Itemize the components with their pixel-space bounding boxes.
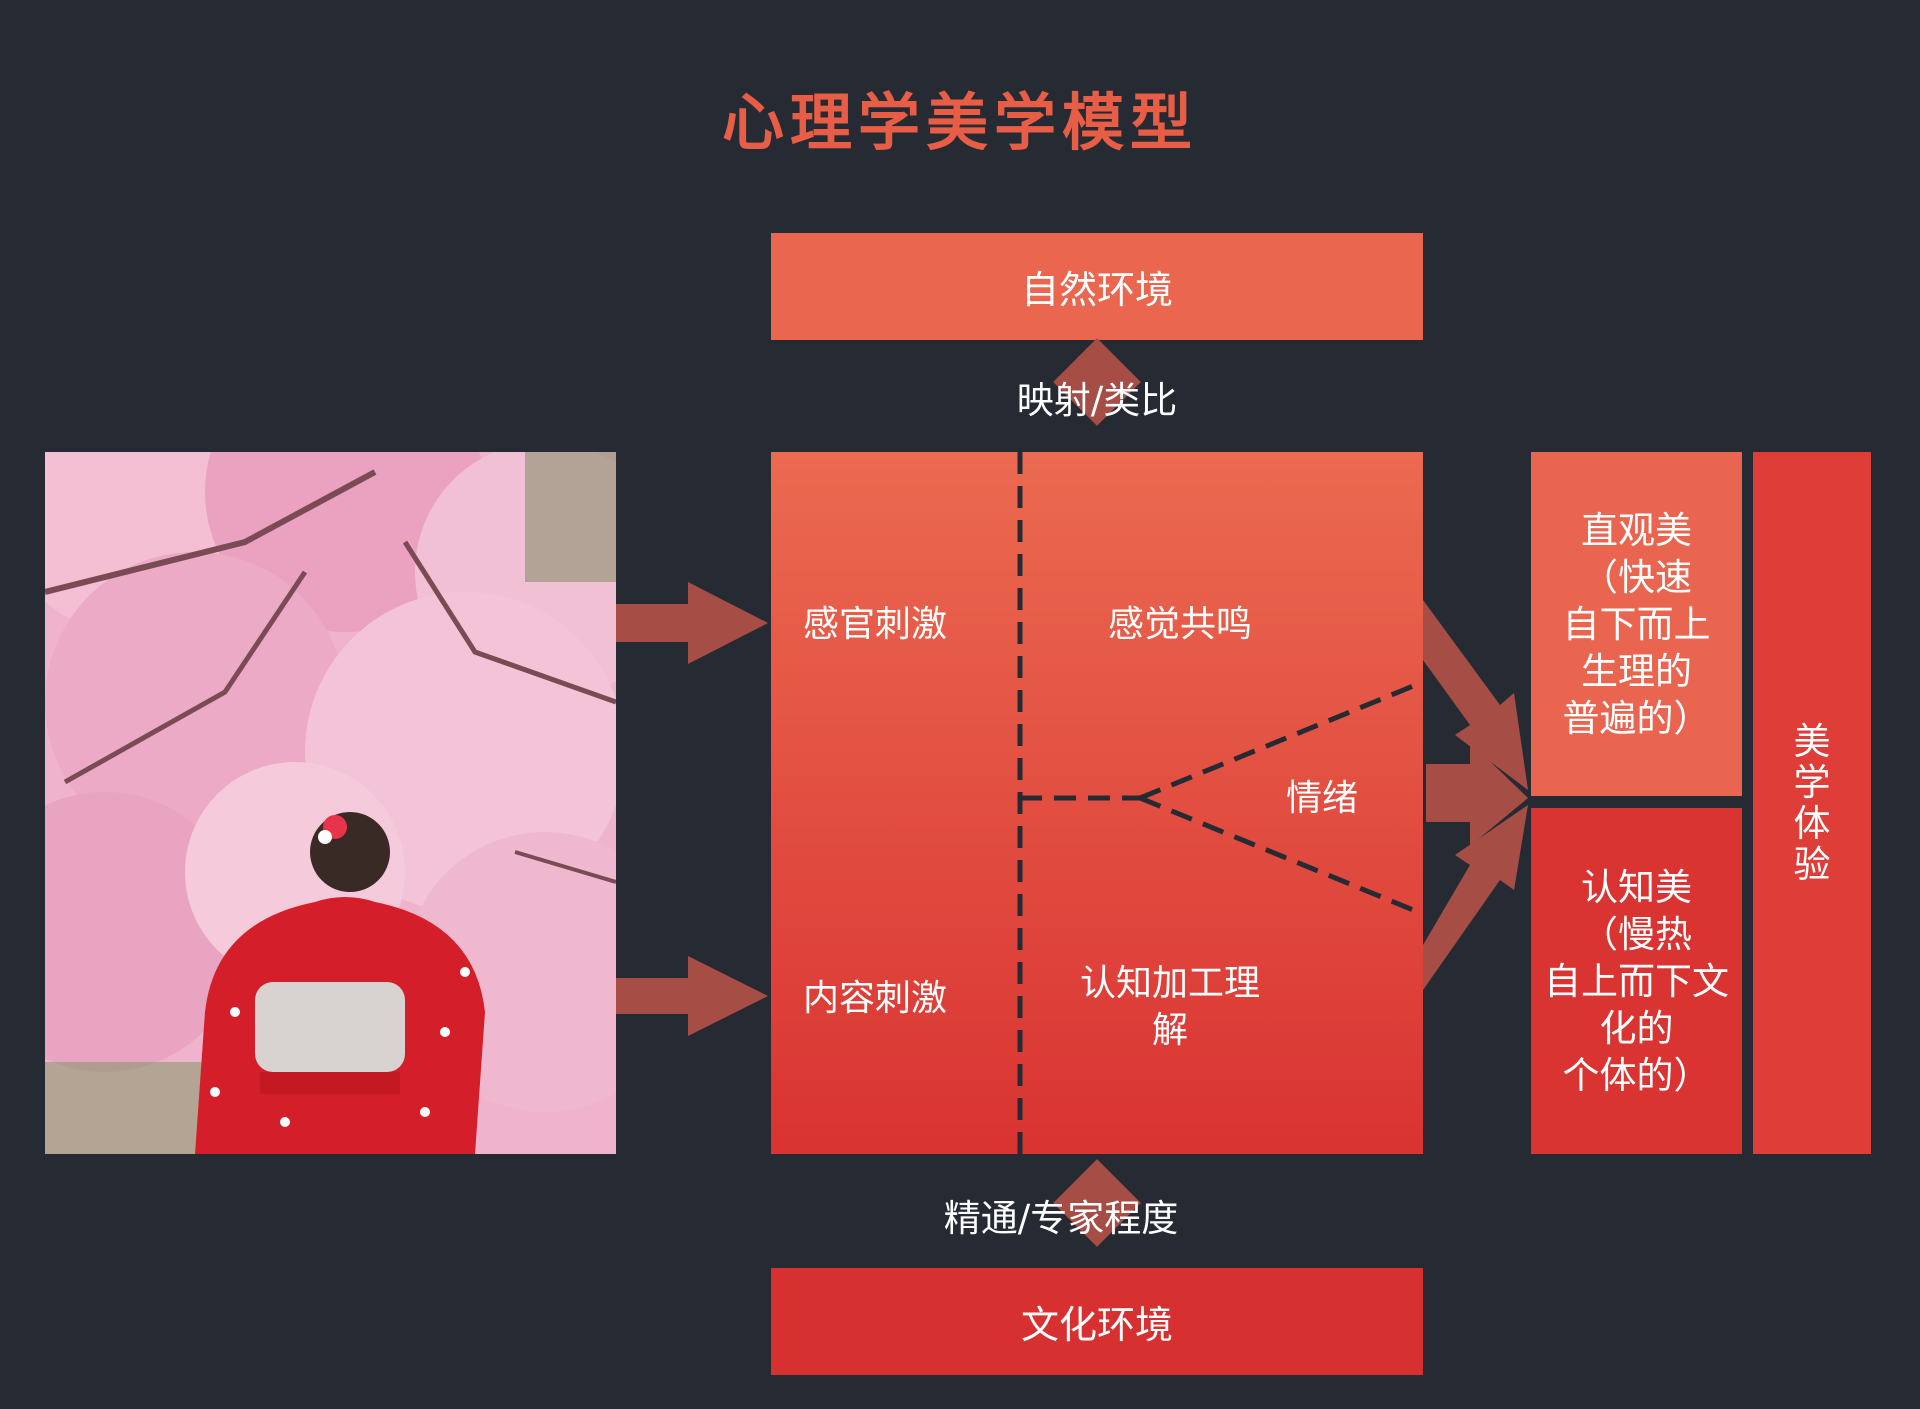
- natural-environment-box: 自然环境: [771, 233, 1423, 340]
- resonance-output-arrow: [1423, 600, 1528, 790]
- emotion-label: 情绪: [1286, 778, 1359, 819]
- expertise-label: 精通/专家程度: [943, 1197, 1179, 1240]
- cognition-output-arrow: [1423, 805, 1528, 990]
- cognitive-beauty-box: 认知美 （慢热 自上而下文 化的 个体的）: [1531, 808, 1742, 1154]
- cognitive-processing-label: 认知加工理解: [1079, 963, 1260, 1051]
- mapping-analogy-label: 映射/类比: [1016, 379, 1178, 422]
- content-input-arrow: [616, 956, 768, 1036]
- intuitive-beauty-text: 直观美 （快速 自下而上 生理的 普遍的）: [1562, 508, 1711, 740]
- cognitive-beauty-text: 认知美 （慢热 自上而下文 化的 个体的）: [1544, 865, 1729, 1097]
- aesthetic-experience-box: 美学体验: [1753, 452, 1871, 1154]
- emotion-output-arrow: [1426, 742, 1528, 846]
- page-title: 心理学美学模型: [721, 86, 1198, 159]
- sensory-resonance-label: 感觉共鸣: [1108, 604, 1253, 645]
- cultural-environment-box: 文化环境: [771, 1268, 1423, 1375]
- processing-box: [771, 452, 1423, 1154]
- sensory-input-arrow: [616, 582, 768, 664]
- sensory-stimulus-label: 感官刺激: [803, 604, 948, 645]
- aesthetic-experience-label: 美学体验: [1793, 720, 1831, 886]
- intuitive-beauty-box: 直观美 （快速 自下而上 生理的 普遍的）: [1531, 452, 1742, 796]
- content-stimulus-label: 内容刺激: [803, 978, 948, 1019]
- cherry-blossom-kimono-photo: [45, 452, 616, 1154]
